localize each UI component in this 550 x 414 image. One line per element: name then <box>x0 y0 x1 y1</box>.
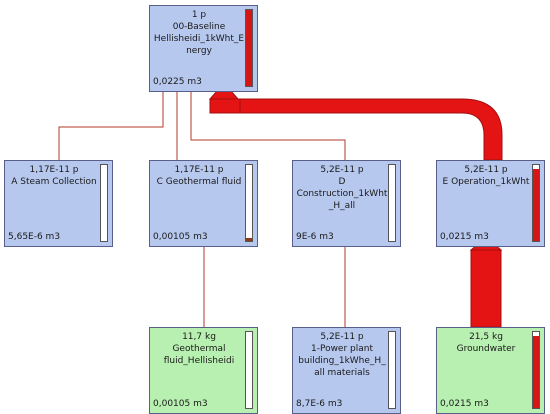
node-steam-collection[interactable]: 1,17E-11 p A Steam Collection 5,65E-6 m3 <box>4 160 113 247</box>
contribution-bar <box>100 164 108 242</box>
node-name-line: fluid_Hellisheidi <box>163 356 235 366</box>
node-amount: 5,65E-6 m3 <box>8 232 61 242</box>
node-groundwater[interactable]: 21,5 kg Groundwater 0,0215 m3 <box>436 327 545 414</box>
node-name-line: nergy <box>186 46 212 56</box>
thin-flow-lines <box>58 85 346 327</box>
node-geothermal-fluid[interactable]: 1,17E-11 p C Geothermal fluid 0,00105 m3 <box>149 160 258 247</box>
contribution-bar <box>532 164 540 242</box>
node-construction[interactable]: 5,2E-11 p D Construction_1kWht _H_all 9E… <box>292 160 401 247</box>
node-power-plant-building[interactable]: 5,2E-11 p 1-Power plant building_1kWhe_H… <box>292 327 401 414</box>
node-name-line: Groundwater <box>456 344 516 354</box>
node-amount: 0,0215 m3 <box>440 399 489 409</box>
node-value: 1 p <box>191 10 207 20</box>
bar-fill <box>246 10 252 86</box>
contribution-bar <box>245 9 253 87</box>
node-amount: 0,0215 m3 <box>440 232 489 242</box>
node-name-line: A Steam Collection <box>11 177 97 187</box>
node-value: 1,17E-11 p <box>174 165 224 175</box>
node-name-line: C Geothermal fluid <box>156 177 242 187</box>
node-amount: 8,7E-6 m3 <box>296 399 343 409</box>
node-name-line: Hellisheidi_1kWht_E <box>153 34 245 44</box>
node-name-line: E Operation_1kWht <box>442 177 530 187</box>
contribution-bar <box>388 164 396 242</box>
node-baseline[interactable]: 1 p 00-Baseline Hellisheidi_1kWht_E nerg… <box>149 5 258 92</box>
node-name-line: 00-Baseline <box>172 22 226 32</box>
contribution-bar <box>532 331 540 409</box>
node-name-line: Geothermal <box>172 344 226 354</box>
node-name-line: building_1kWhe_H_ <box>298 356 386 366</box>
thick-flow-operation <box>208 82 503 161</box>
node-value: 11,7 kg <box>182 332 216 342</box>
node-name-line: 1-Power plant <box>310 344 373 354</box>
thick-flow-groundwater <box>469 236 503 328</box>
node-value: 5,2E-11 p <box>320 165 364 175</box>
bar-fill <box>533 335 539 408</box>
node-name-line: D <box>338 177 346 187</box>
node-value: 21,5 kg <box>469 332 503 342</box>
node-amount: 0,00105 m3 <box>153 232 208 242</box>
contribution-bar <box>245 331 253 409</box>
contribution-bar <box>388 331 396 409</box>
bar-fill <box>246 237 252 241</box>
bar-fill <box>533 168 539 241</box>
flow-line-construction <box>190 85 346 160</box>
node-amount: 0,0225 m3 <box>153 77 202 87</box>
node-value: 5,2E-11 p <box>464 165 508 175</box>
node-amount: 9E-6 m3 <box>296 232 334 242</box>
node-name-line: all materials <box>314 368 370 378</box>
node-operation[interactable]: 5,2E-11 p E Operation_1kWht 0,0215 m3 <box>436 160 545 247</box>
node-value: 5,2E-11 p <box>320 332 364 342</box>
contribution-bar <box>245 164 253 242</box>
node-geothermal-fluid-hellisheidi[interactable]: 11,7 kg Geothermal fluid_Hellisheidi 0,0… <box>149 327 258 414</box>
node-name-line: _H_all <box>328 201 356 211</box>
node-value: 1,17E-11 p <box>29 165 79 175</box>
flow-line-steam <box>58 85 164 160</box>
node-amount: 0,00105 m3 <box>153 399 208 409</box>
node-name-line: Construction_1kWht <box>296 189 388 199</box>
